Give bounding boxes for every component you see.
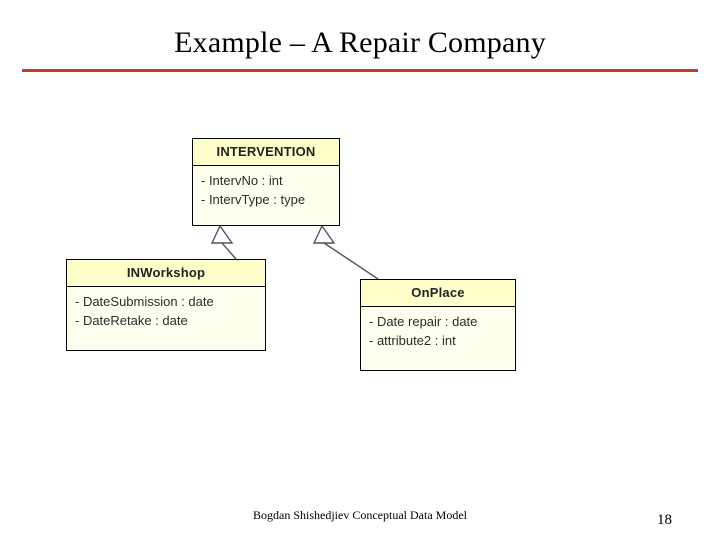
uml-class-inworkshop[interactable]: INWorkshop - DateSubmission : date - Dat… (66, 259, 269, 354)
class-attributes-inworkshop: - DateSubmission : date - DateRetake : d… (67, 287, 265, 336)
page-title: Example – A Repair Company (174, 26, 546, 59)
class-name-onplace: OnPlace (361, 280, 515, 307)
page-number: 18 (657, 512, 672, 528)
attribute-row: - attribute2 : int (369, 333, 456, 348)
class-attributes-onplace: - Date repair : date - attribute2 : int (361, 307, 515, 356)
class-name-inworkshop: INWorkshop (67, 260, 265, 287)
class-attributes-intervention: - IntervNo : int - IntervType : type (193, 166, 339, 215)
attribute-row: - IntervType : type (201, 192, 306, 207)
title-divider (22, 69, 698, 72)
attribute-row: - DateRetake : date (75, 313, 188, 328)
attribute-row: - DateSubmission : date (75, 294, 214, 309)
slide-footer: Bogdan Shishedjiev Conceptual Data Model (253, 508, 467, 522)
uml-class-onplace[interactable]: OnPlace - Date repair : date - attribute… (360, 279, 519, 374)
attribute-row: - Date repair : date (369, 314, 478, 329)
attribute-row: - IntervNo : int (201, 173, 283, 188)
uml-class-intervention[interactable]: INTERVENTION - IntervNo : int - IntervTy… (192, 138, 343, 229)
class-name-intervention: INTERVENTION (193, 139, 339, 166)
